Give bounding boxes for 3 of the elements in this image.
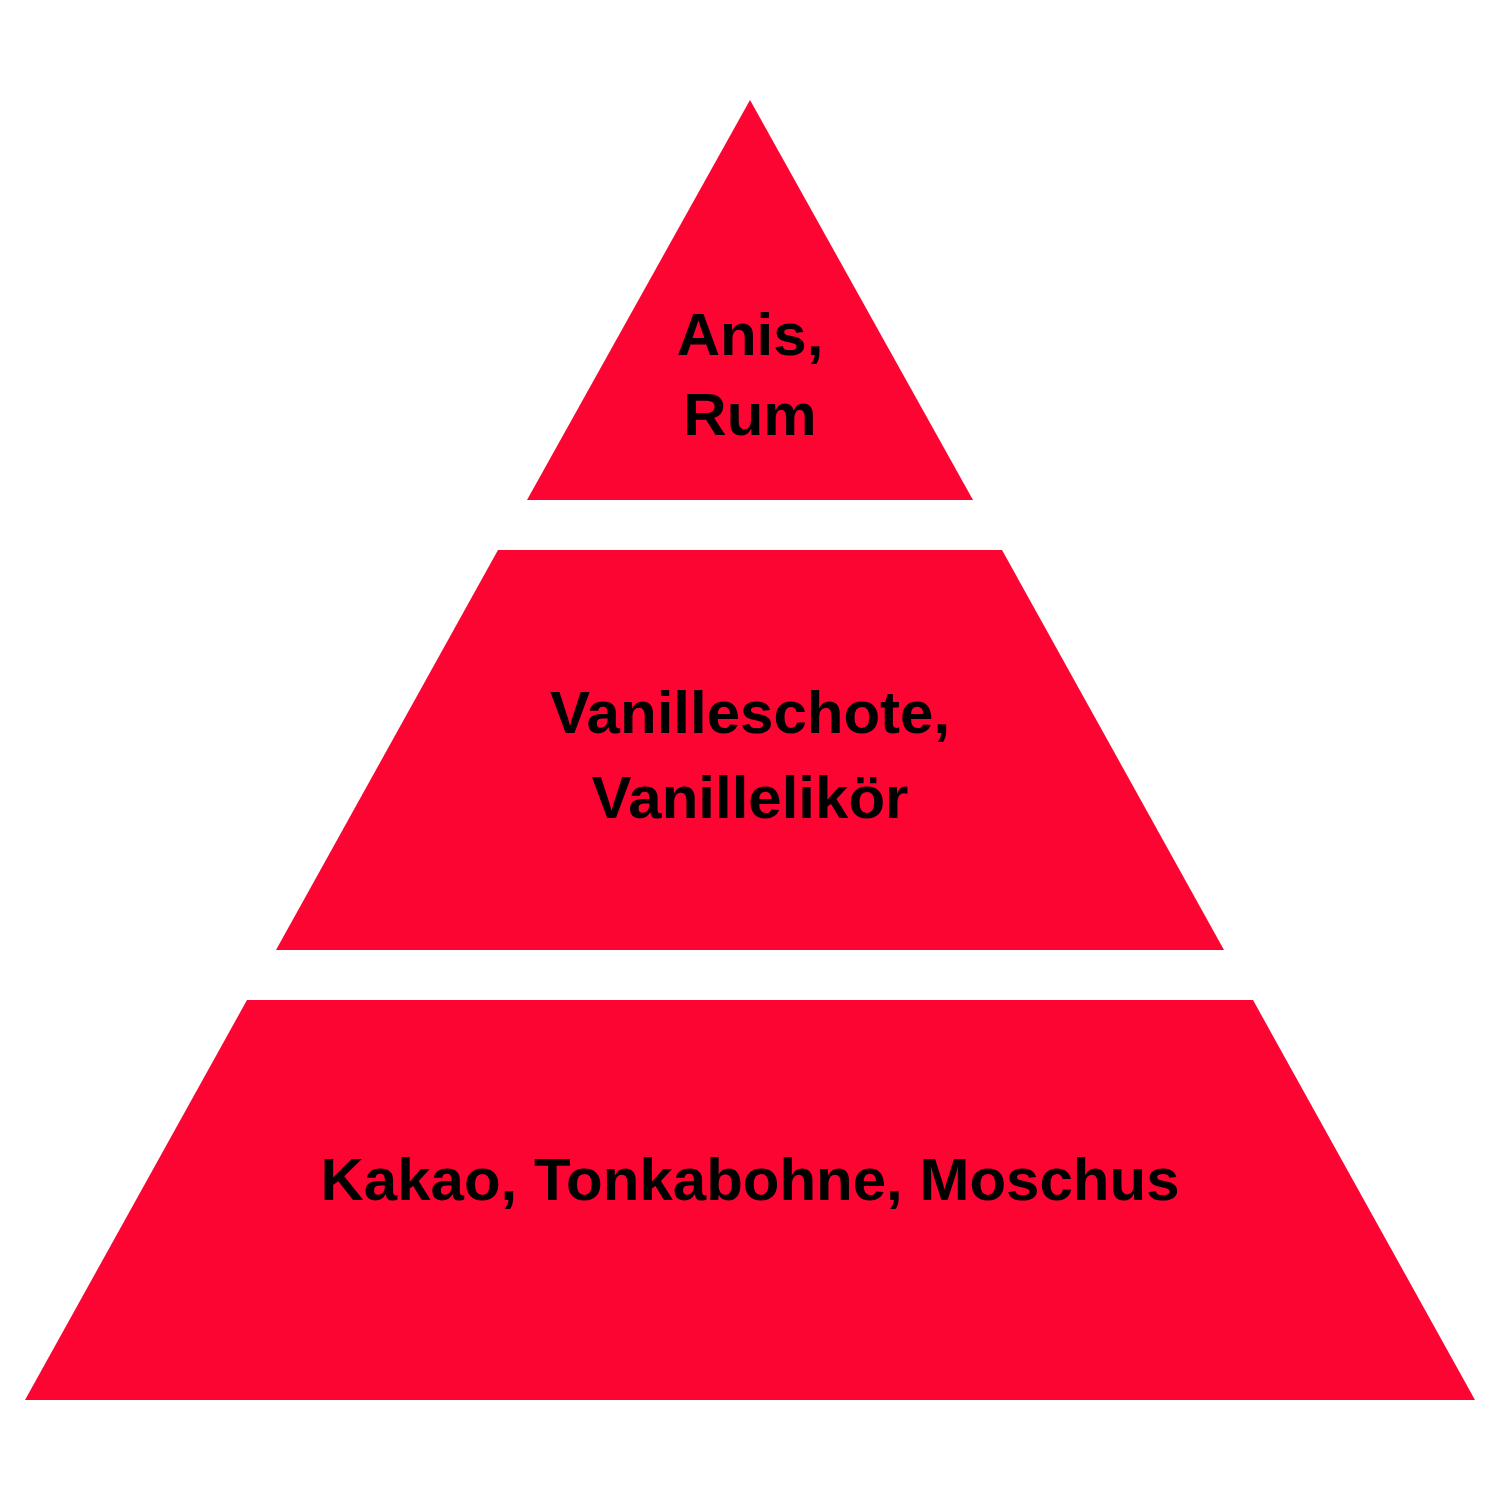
tier-label: Anis, Rum bbox=[675, 300, 825, 450]
tier-label: Vanilleschote, Vanillelikör bbox=[548, 678, 952, 833]
tier-label: Kakao, Tonkabohne, Moschus bbox=[319, 1145, 1181, 1215]
